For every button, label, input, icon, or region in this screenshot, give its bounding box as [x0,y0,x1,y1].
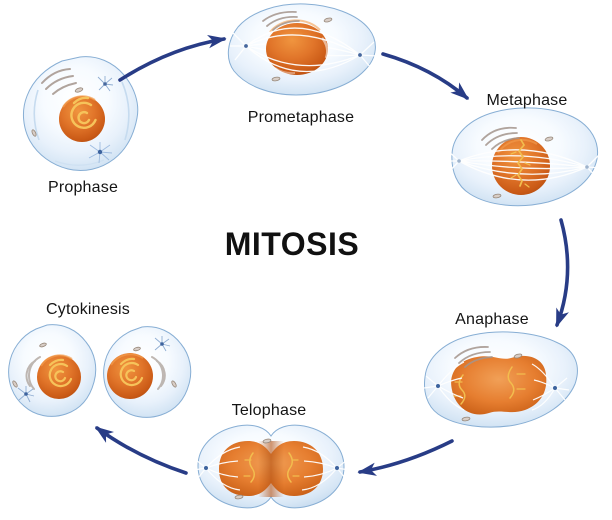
cytokinesis-cells [8,324,192,418]
arrow-anaphase-to-telophase [357,439,454,476]
telophase-cell [193,424,350,509]
arrow-metaphase-to-anaphase [555,218,570,328]
arrow-prophase-to-prometaphase [118,35,227,82]
label-prometaphase: Prometaphase [247,109,355,126]
arrow-prometaphase-to-metaphase [381,52,469,100]
label-telophase: Telophase [231,402,307,419]
diagram-title: MITOSIS [224,226,360,262]
prophase-cell [22,56,139,172]
label-metaphase: Metaphase [486,92,568,109]
metaphase-cell [443,107,603,207]
arrow-telophase-to-cytokinesis [94,426,188,475]
prometaphase-cell [227,3,378,96]
label-anaphase: Anaphase [455,311,529,328]
anaphase-cell [423,331,578,428]
label-prophase: Prophase [47,179,119,196]
label-cytokinesis: Cytokinesis [45,301,131,318]
